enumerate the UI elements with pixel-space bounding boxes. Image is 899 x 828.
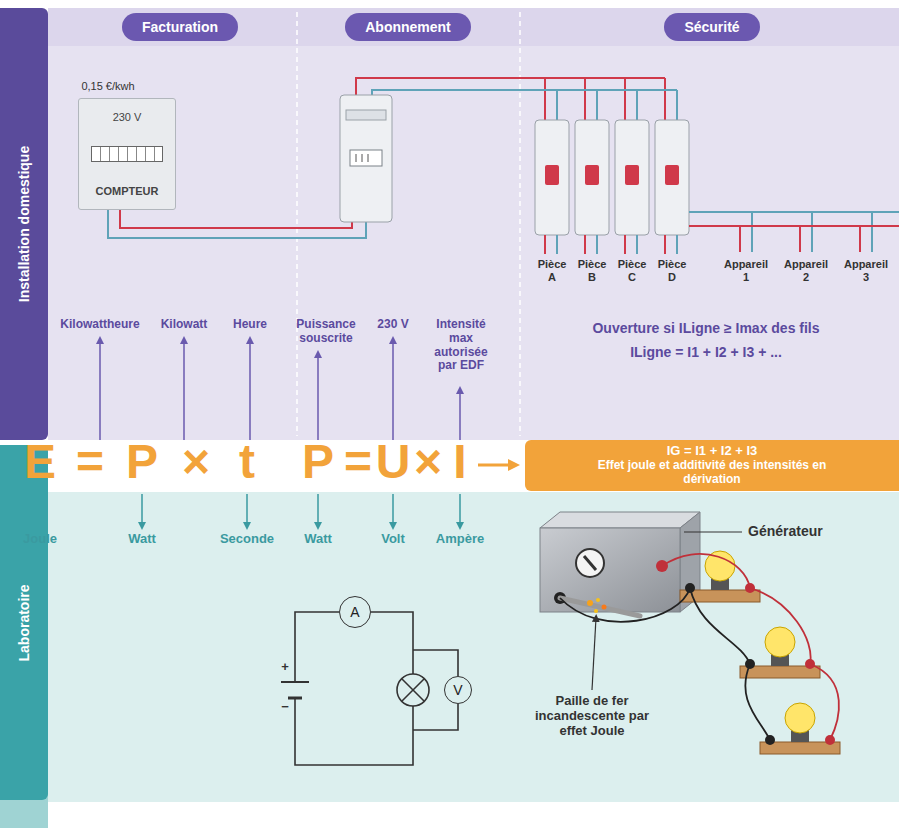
voltmeter-symbol: V xyxy=(444,676,472,704)
unit-arrows xyxy=(40,494,460,526)
node-text: V xyxy=(453,682,462,698)
unit-label: Joule xyxy=(23,532,57,547)
unit-label: 230 V xyxy=(377,318,408,332)
unit-label: Seconde xyxy=(220,532,274,547)
node-text: COMPTEUR xyxy=(96,185,159,197)
formula-arrow xyxy=(478,464,514,467)
electric-meter: 230 V COMPTEUR xyxy=(78,98,176,210)
unit-label: Ampère xyxy=(436,532,484,547)
formula-symbol: E xyxy=(24,438,56,486)
column-header: Sécurité xyxy=(664,13,759,41)
node-text: IG = I1 + I2 + I3 xyxy=(533,444,891,459)
blue-wire xyxy=(108,210,366,238)
unit-label: Heure xyxy=(233,318,267,332)
node-text: Abonnement xyxy=(365,19,451,35)
unit-label: Watt xyxy=(304,532,332,547)
formula-symbol: I xyxy=(453,438,466,486)
leader-line xyxy=(684,531,742,532)
polarity-sign: + xyxy=(281,660,289,675)
part-label: Paille de fer incandescente par effet Jo… xyxy=(527,694,657,739)
formula-symbol: P xyxy=(302,438,334,486)
formula-symbol: × xyxy=(182,438,210,486)
part-label: Générateur xyxy=(748,523,823,539)
red-outputs xyxy=(545,235,665,254)
upper-panel xyxy=(48,8,899,440)
appliance-red xyxy=(689,226,899,252)
formula-symbol: U xyxy=(376,438,411,486)
appliance-blue xyxy=(689,212,899,252)
column-divider xyxy=(519,12,521,436)
section-band: Installation domestique xyxy=(0,8,48,440)
meter-display xyxy=(91,146,163,162)
formula-symbol: = xyxy=(344,438,372,486)
section-band: Laboratoire xyxy=(0,445,48,800)
blue-bus xyxy=(372,90,677,120)
node-text: Sécurité xyxy=(684,19,739,35)
circuit-wires xyxy=(295,612,458,765)
room-label: Pièce D xyxy=(656,258,688,283)
formula-symbol: = xyxy=(76,438,104,486)
formula-symbol: P xyxy=(126,438,158,486)
blue-outputs xyxy=(557,235,677,254)
polarity-sign: − xyxy=(281,700,289,715)
unit-label: Kilowattheure xyxy=(60,318,139,332)
battery-plate xyxy=(281,681,309,683)
leader-line xyxy=(592,618,596,690)
node-text: Facturation xyxy=(142,19,218,35)
header-strip xyxy=(48,8,899,46)
column-divider xyxy=(296,12,298,436)
lamps xyxy=(680,551,840,754)
battery-plate xyxy=(288,697,302,700)
appliance-label: Appareil 3 xyxy=(840,258,892,283)
room-label: Pièce B xyxy=(576,258,608,283)
appliance-label: Appareil 2 xyxy=(780,258,832,283)
red-bus xyxy=(356,78,665,120)
node-text: 230 V xyxy=(113,111,142,123)
room-label: Pièce A xyxy=(536,258,568,283)
node-text: Installation domestique xyxy=(16,146,32,302)
unit-label: Intensité max autorisée par EDF xyxy=(429,318,493,373)
ammeter-symbol: A xyxy=(339,596,371,628)
unit-arrows xyxy=(100,340,460,440)
node-text: A xyxy=(350,604,359,620)
circuit-breakers xyxy=(535,120,689,235)
column-header: Facturation xyxy=(122,13,238,41)
lower-panel xyxy=(48,492,899,802)
column-header: Abonnement xyxy=(345,13,471,41)
unit-label: Watt xyxy=(128,532,156,547)
iron-straw xyxy=(560,598,640,616)
main-breaker-display xyxy=(350,150,382,166)
main-breaker xyxy=(340,95,392,222)
unit-label: Kilowatt xyxy=(161,318,208,332)
formula-box: IG = I1 + I2 + I3Effet joule et additivi… xyxy=(525,440,899,491)
appliance-label: Appareil 1 xyxy=(720,258,772,283)
price-label: 0,15 €/kwh xyxy=(81,80,134,93)
node-text: Laboratoire xyxy=(16,584,32,661)
lamp-symbol xyxy=(397,674,429,706)
unit-label: Puissance souscrite xyxy=(293,318,359,346)
rule-label: Ouverture si ILigne ≥ Imax des fils xyxy=(592,320,819,336)
room-label: Pièce C xyxy=(616,258,648,283)
red-wire xyxy=(120,210,352,228)
rule-label: ILigne = I1 + I2 + I3 + ... xyxy=(630,344,782,360)
formula-symbol: t xyxy=(239,438,255,486)
unit-label: Volt xyxy=(381,532,405,547)
formula-symbol: × xyxy=(414,438,442,486)
node-text: Effet joule et additivité des intensités… xyxy=(597,459,827,487)
